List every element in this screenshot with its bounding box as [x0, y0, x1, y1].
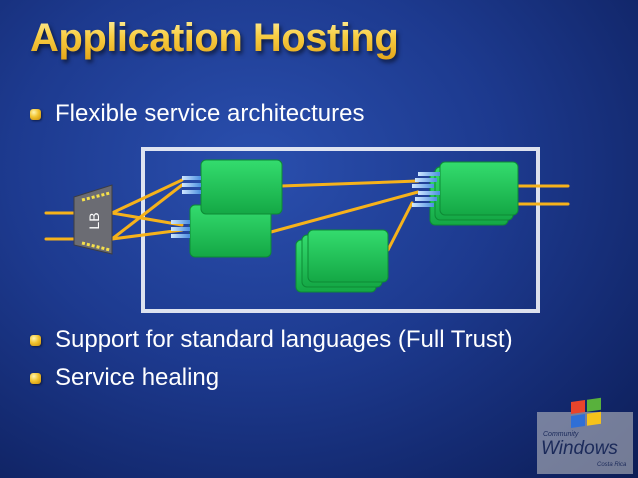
bullet-text: Service healing [55, 364, 220, 391]
bullet-text: Flexible service architectures [55, 100, 365, 127]
bullet-icon [30, 108, 41, 120]
bullet-icon [30, 372, 41, 384]
load-balancer-label: LB [86, 212, 102, 229]
worker-role-stack [295, 229, 389, 293]
bullet-service-healing: Service healing [30, 364, 219, 392]
windows-flag-icon [571, 397, 601, 428]
connector-lines [44, 178, 570, 252]
bullet-text: Support for standard languages (Full Tru… [55, 326, 513, 353]
bullet-standard-languages: Support for standard languages (Full Tru… [30, 326, 513, 354]
endpoint-ports [412, 172, 440, 207]
role-instance [439, 161, 519, 216]
logo-line-3: Costa Rica [597, 462, 627, 468]
slide-title: Application Hosting [30, 16, 399, 60]
bullet-icon [30, 334, 41, 346]
logo-line-1: Community [543, 431, 579, 438]
role-instance [200, 159, 283, 215]
load-balancer: LB [73, 184, 113, 255]
role-instance [307, 229, 389, 283]
web-role-instances [171, 159, 283, 258]
service-role-stack [412, 161, 519, 226]
community-windows-logo: Community Windows Costa Rica [537, 397, 633, 474]
hosting-boundary [141, 147, 540, 313]
bullet-flexible-architectures: Flexible service architectures [30, 100, 364, 128]
endpoint-ports [171, 176, 201, 238]
logo-line-2: Windows [541, 438, 618, 459]
